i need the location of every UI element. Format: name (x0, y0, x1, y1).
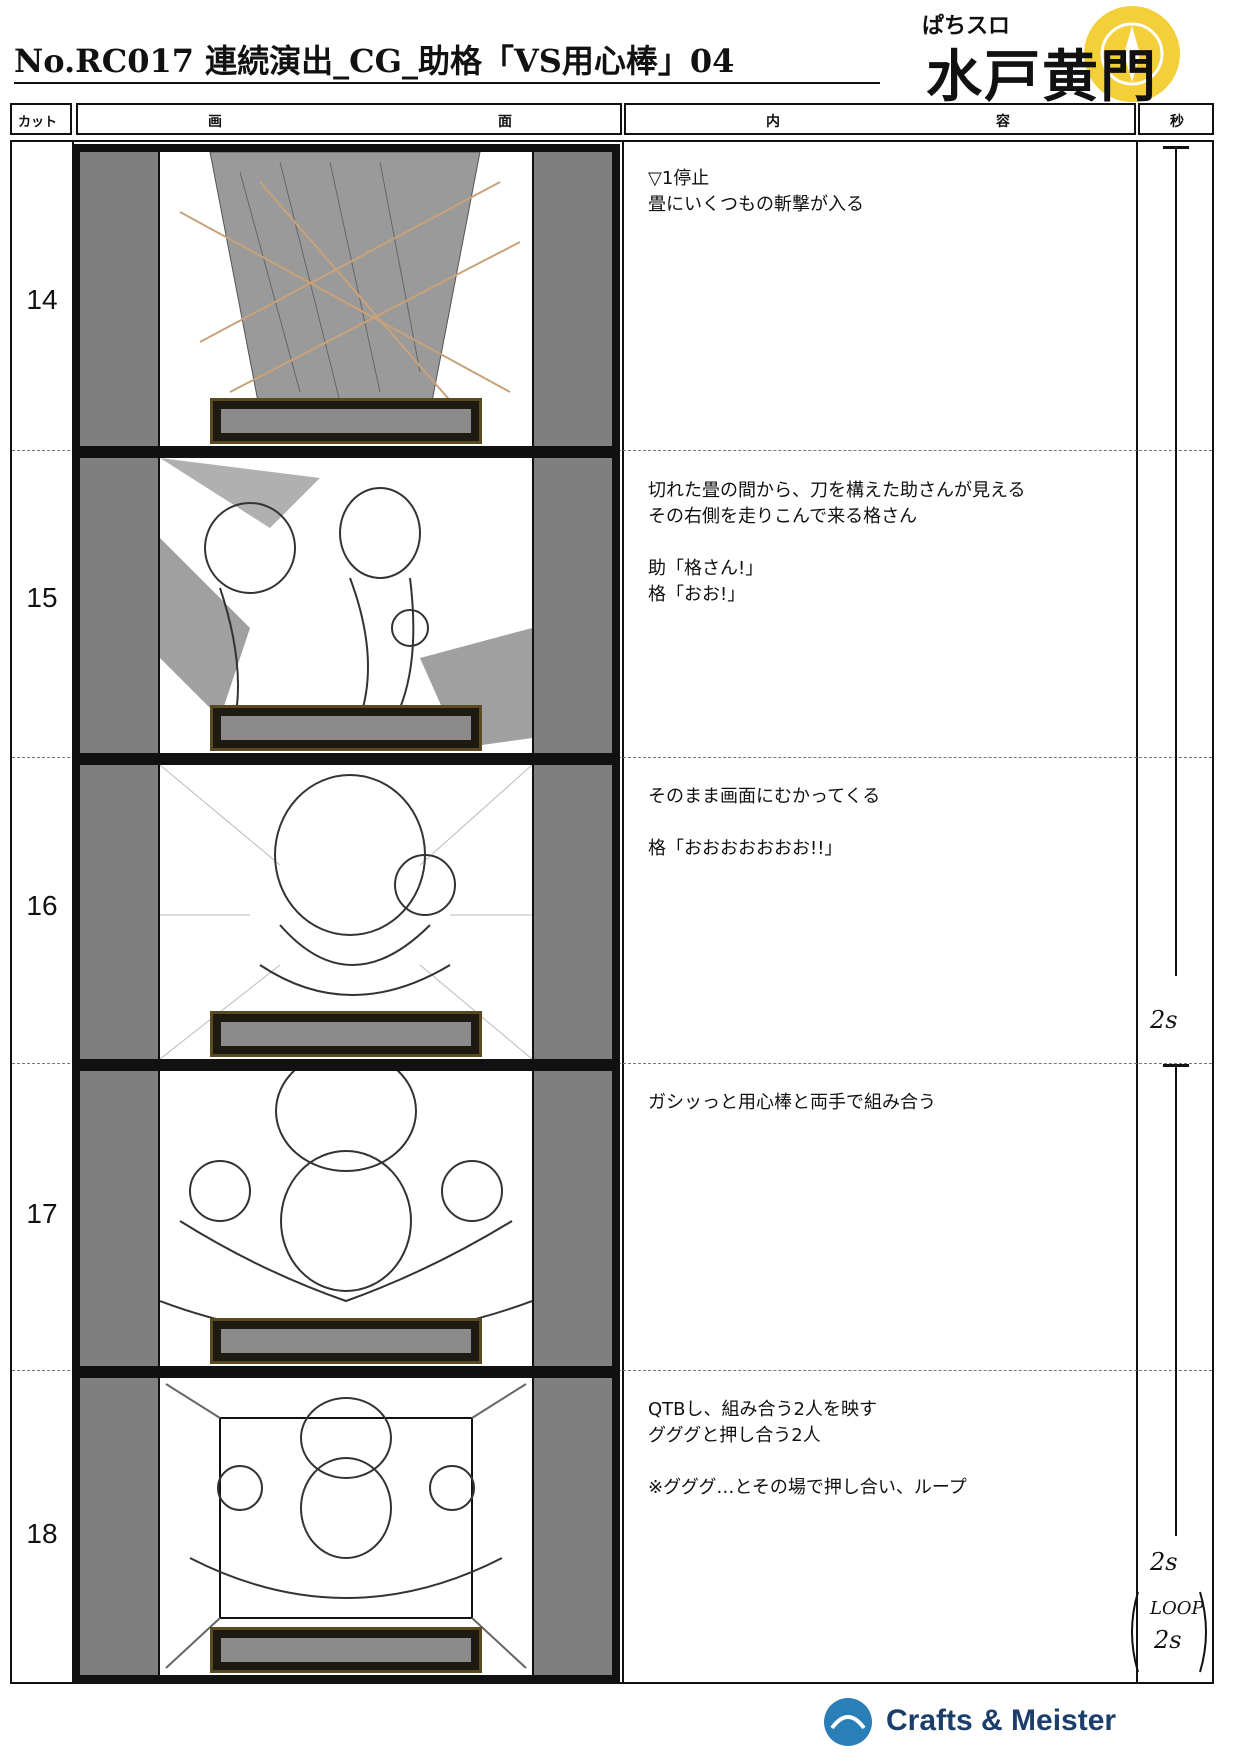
cut-number: 15 (26, 582, 58, 613)
brand-logo: ぱちスロ 水戸黄門 (912, 2, 1212, 110)
page-title: No.RC017 連続演出_CG_助格「VS用心棒」04 (14, 40, 880, 84)
header-seconds: 秒 (1138, 103, 1214, 135)
sketch-grappling (160, 1071, 532, 1366)
timing-tick (1163, 1064, 1189, 1067)
logo-title: 水戸黄門 (926, 44, 1158, 110)
logo-subtitle: ぱちスロ (922, 14, 1011, 39)
cut-description: 切れた畳の間から、刀を構えた助さんが見える その右側を走りこんで来る格さん 助「… (648, 480, 1026, 605)
cut-description: ガシッっと用心棒と両手で組み合う (648, 1092, 936, 1113)
crest-icon (1084, 6, 1180, 102)
header-content: 内 容 (624, 103, 1136, 135)
footer-logo: Crafts & Meister (818, 1696, 1228, 1748)
cut-description: QTBし、組み合う2人を映す グググと押し合う2人 ※グググ…とその場で押し合い… (648, 1399, 967, 1498)
sketch-characters-running (160, 458, 532, 753)
storyboard-frame (72, 450, 620, 761)
cut-number: 14 (26, 284, 58, 315)
cut-number: 16 (26, 890, 58, 921)
header-screen: 画 面 (76, 103, 622, 135)
cut-number: 17 (26, 1198, 58, 1229)
storyboard-frame (72, 1063, 620, 1374)
timing-seconds: 2s (1150, 1548, 1178, 1576)
cut-description: ▽1停止 畳にいくつもの斬撃が入る (648, 168, 864, 215)
company-name: Crafts & Meister (886, 1704, 1117, 1737)
storyboard-frame (72, 1370, 620, 1683)
sketch-tatami-slashes (160, 152, 532, 446)
cut-description: そのまま画面にむかってくる 格「おおおおおおお!!」 (648, 786, 881, 859)
timing-line (1175, 148, 1177, 976)
storyboard-frame (72, 144, 620, 454)
company-mark-icon (824, 1698, 872, 1746)
sketch-charging-forward (160, 765, 532, 1059)
timing-seconds: 2s (1154, 1626, 1182, 1654)
cut-number: 18 (26, 1518, 58, 1549)
timing-seconds: 2s (1150, 1006, 1178, 1034)
timing-loop: LOOP (1150, 1598, 1204, 1619)
column-divider (1136, 140, 1138, 1684)
sketch-grappling-zoom (160, 1378, 532, 1675)
storyboard-frame (72, 757, 620, 1067)
timing-line (1175, 1066, 1177, 1536)
header-cut: カット (10, 103, 72, 135)
timing-tick (1163, 146, 1189, 149)
storyboard-table (10, 140, 1214, 1684)
column-divider (622, 140, 624, 1684)
loop-bracket-icon (1131, 1591, 1207, 1673)
